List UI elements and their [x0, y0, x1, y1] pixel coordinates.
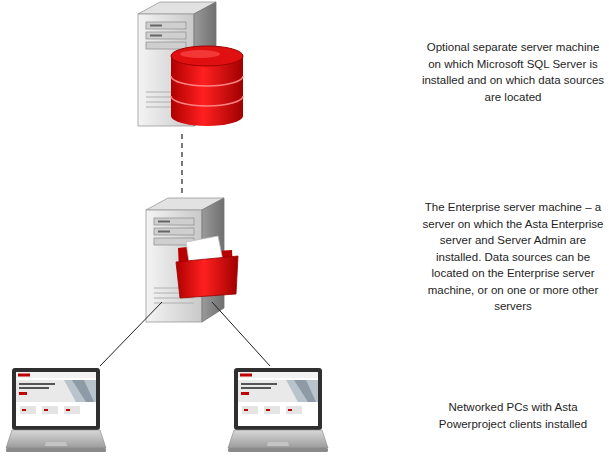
dashed-link: [181, 134, 182, 196]
description-label: The Enterprise server machine – a server…: [420, 199, 606, 315]
network-link: [212, 302, 270, 366]
description-label: Networked PCs with Asta Powerproject cli…: [420, 399, 606, 432]
database-symbol: [171, 46, 243, 126]
folder-symbol: [176, 236, 238, 298]
description-label: Optional separate server machine on whic…: [420, 39, 606, 105]
network-link: [100, 302, 162, 366]
